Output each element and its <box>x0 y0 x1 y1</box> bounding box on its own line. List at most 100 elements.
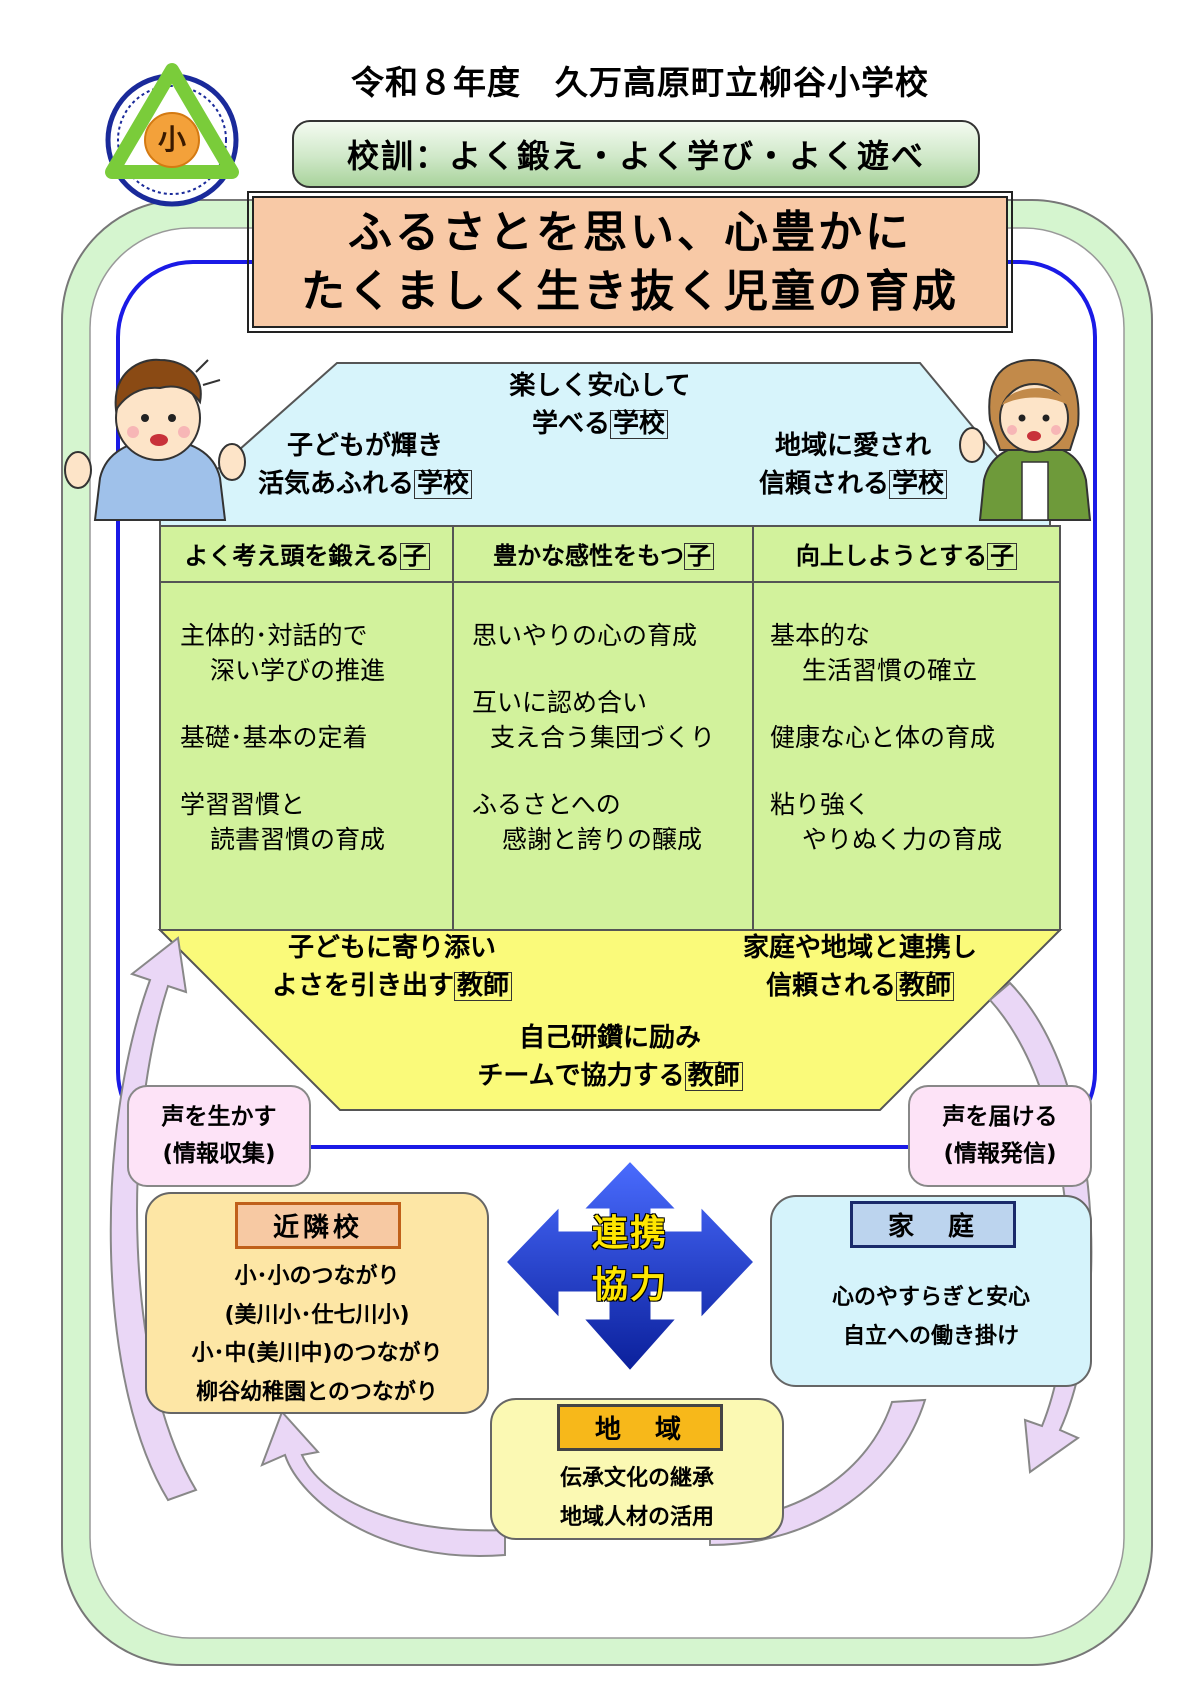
cooperation-line-2: 協力 <box>591 1265 668 1307</box>
list-item: (美川小･仕七川小) <box>224 1302 410 1328</box>
teacher-left-line-1: 子どもに寄り添い <box>287 933 496 963</box>
voice-left-line-2: (情報収集) <box>162 1141 276 1167</box>
family-title: 家 庭 <box>850 1201 1016 1248</box>
school-keyword: 学校 <box>889 469 948 499</box>
teacher-area <box>157 929 1063 1111</box>
school-center-line-1: 楽しく安心して <box>509 371 691 401</box>
school-ideal-center: 楽しく安心して 学べる学校 <box>450 368 750 443</box>
school-left-text: 活気あふれる <box>257 468 414 499</box>
item-line: 深い学びの推進 <box>210 656 386 685</box>
school-keyword: 学校 <box>610 409 669 439</box>
neighbor-school-items: 小･小のつながり (美川小･仕七川小) 小･中(美川中)のつながり 柳谷幼稚園と… <box>147 1258 487 1412</box>
item-line: 支え合う集団づくり <box>490 723 716 752</box>
item-line: 主体的･対話的で <box>180 621 368 650</box>
children-column-body-2: 思いやりの心の育成 互いに認め合い 支え合う集団づくり ふるさとへの 感謝と誇り… <box>472 618 752 857</box>
teacher-center-line-2: チームで協力する教師 <box>450 1058 770 1096</box>
voice-collect-bubble: 声を生かす (情報収集) <box>127 1085 311 1187</box>
teacher-center-text: チームで協力する <box>477 1060 685 1091</box>
list-item: 思いやりの心の育成 <box>472 618 752 653</box>
school-left-line-1: 子どもが輝き <box>286 431 443 461</box>
item-line: 感謝と誇りの醸成 <box>502 825 703 854</box>
teacher-keyword: 教師 <box>896 971 955 1001</box>
list-item: 互いに認め合い 支え合う集団づくり <box>472 685 752 755</box>
list-item: 健康な心と体の育成 <box>770 720 1055 755</box>
item-line: ふるさとへの <box>472 790 621 819</box>
school-ideal-right: 地域に愛され 信頼される学校 <box>718 428 988 503</box>
region-title: 地 域 <box>557 1404 723 1451</box>
teacher-keyword: 教師 <box>684 1061 743 1091</box>
list-item: 学習習慣と 読書習慣の育成 <box>180 787 450 857</box>
neighbor-school-title: 近隣校 <box>235 1202 401 1249</box>
voice-right-line-2: (情報発信) <box>943 1141 1057 1167</box>
teacher-left-line-2: よさを引き出す教師 <box>232 968 552 1006</box>
item-line: 粘り強く <box>770 790 871 819</box>
neighbor-school-box: 近隣校 小･小のつながり (美川小･仕七川小) 小･中(美川中)のつながり 柳谷… <box>145 1192 489 1414</box>
list-item: 心のやすらぎと安心 <box>831 1285 1030 1310</box>
list-item: 自立への働き掛け <box>842 1323 1019 1349</box>
voice-right-line-1: 声を届ける <box>942 1104 1058 1131</box>
teacher-ideal-right: 家庭や地域と連携し 信頼される教師 <box>700 930 1020 1005</box>
list-item: 地域人材の活用 <box>559 1504 714 1530</box>
teacher-ideal-left: 子どもに寄り添い よさを引き出す教師 <box>232 930 552 1005</box>
item-line: 学習習慣と <box>180 790 306 819</box>
item-line: 生活習慣の確立 <box>802 656 978 685</box>
school-center-line-2: 学べる学校 <box>450 406 750 444</box>
list-item: 主体的･対話的で 深い学びの推進 <box>180 618 450 688</box>
column-1-title: よく考え頭を鍛える <box>184 542 400 570</box>
teacher-right-line-2: 信頼される教師 <box>700 968 1020 1006</box>
region-box: 地 域 伝承文化の継承 地域人材の活用 <box>490 1398 784 1540</box>
list-item: 小･小のつながり <box>234 1264 400 1289</box>
school-motto: 校訓：よく鍛え・よく学び・よく遊べ <box>292 120 980 188</box>
children-column-header-1: よく考え頭を鍛える子 <box>162 536 452 571</box>
item-line: 基礎･基本の定着 <box>180 723 368 752</box>
educational-goal: ふるさとを思い、心豊かに たくましく生き抜く児童の育成 <box>247 191 1013 333</box>
teacher-ideal-center: 自己研鑽に励み チームで協力する教師 <box>450 1020 770 1095</box>
list-item: 小･中(美川中)のつながり <box>191 1341 443 1366</box>
voice-left-line-1: 声を生かす <box>161 1104 277 1131</box>
school-keyword: 学校 <box>414 469 473 499</box>
children-keyword: 子 <box>399 543 430 571</box>
column-2-title: 豊かな感性をもつ <box>492 542 685 570</box>
cross-arrow-icon <box>502 1157 758 1375</box>
list-item: 伝承文化の継承 <box>559 1466 714 1491</box>
item-line: 互いに認め合い <box>472 688 648 717</box>
girl-illustration <box>959 358 1092 521</box>
list-item: ふるさとへの 感謝と誇りの醸成 <box>472 787 752 857</box>
boy-illustration <box>64 358 246 521</box>
school-left-line-2: 活気あふれる学校 <box>230 466 500 504</box>
children-column-header-2: 豊かな感性をもつ子 <box>455 536 752 571</box>
children-keyword: 子 <box>987 543 1018 571</box>
goal-line-2: たくましく生き抜く児童の育成 <box>301 266 959 317</box>
school-right-line-2: 信頼される学校 <box>718 466 988 504</box>
column-3-title: 向上しようとする <box>795 542 988 570</box>
list-item: 基礎･基本の定着 <box>180 720 450 755</box>
item-line: 思いやりの心の育成 <box>472 621 698 650</box>
teacher-right-text: 信頼される <box>765 970 896 1001</box>
children-keyword: 子 <box>684 543 715 571</box>
page-title: 令和８年度 久万高原町立柳谷小学校 <box>351 63 929 102</box>
region-items: 伝承文化の継承 地域人材の活用 <box>492 1460 782 1537</box>
school-ideal-left: 子どもが輝き 活気あふれる学校 <box>230 428 500 503</box>
cooperation-label: 連携 協力 <box>560 1208 700 1312</box>
children-column-body-1: 主体的･対話的で 深い学びの推進 基礎･基本の定着 学習習慣と 読書習慣の育成 <box>180 618 450 857</box>
item-line: 健康な心と体の育成 <box>770 723 996 752</box>
school-center-text: 学べる <box>531 408 610 439</box>
children-column-header-3: 向上しようとする子 <box>755 536 1058 571</box>
item-line: 基本的な <box>770 621 871 650</box>
goal-line-1: ふるさとを思い、心豊かに <box>348 206 912 258</box>
school-logo-icon <box>105 63 239 207</box>
school-right-line-1: 地域に愛され <box>774 431 931 461</box>
teacher-center-line-1: 自己研鑽に励み <box>518 1023 701 1053</box>
teacher-keyword: 教師 <box>454 971 513 1001</box>
teacher-left-text: よさを引き出す <box>271 970 454 1001</box>
item-line: 読書習慣の育成 <box>210 825 386 854</box>
school-right-text: 信頼される <box>758 468 889 499</box>
logo-label: 小 <box>157 123 186 156</box>
list-item: 基本的な 生活習慣の確立 <box>770 618 1055 688</box>
children-column-body-3: 基本的な 生活習慣の確立 健康な心と体の育成 粘り強く やりぬく力の育成 <box>770 618 1055 857</box>
item-line: やりぬく力の育成 <box>802 825 1003 854</box>
teacher-right-line-1: 家庭や地域と連携し <box>742 933 977 963</box>
family-box: 家 庭 心のやすらぎと安心 自立への働き掛け <box>770 1195 1092 1387</box>
family-items: 心のやすらぎと安心 自立への働き掛け <box>772 1279 1090 1356</box>
list-item: 粘り強く やりぬく力の育成 <box>770 787 1055 857</box>
